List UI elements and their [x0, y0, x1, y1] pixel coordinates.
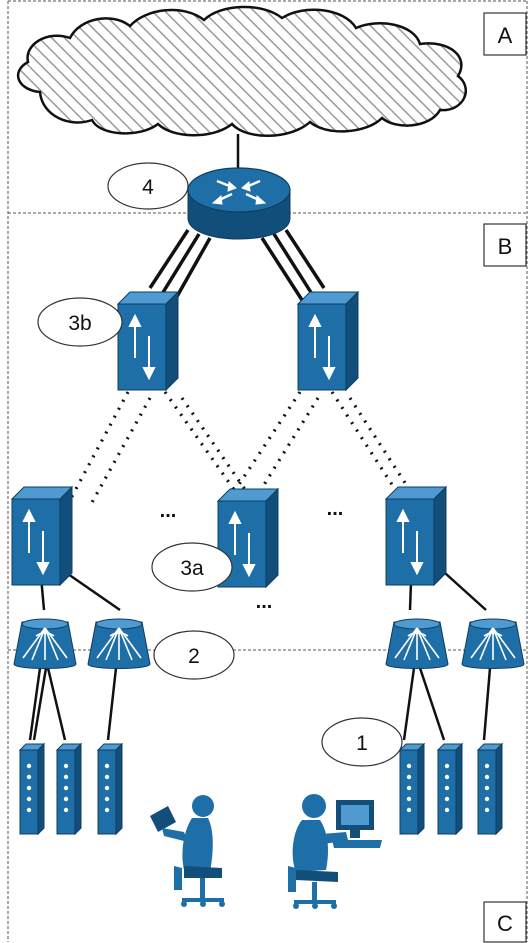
callout-2: 2: [153, 630, 235, 680]
connections: [28, 134, 492, 741]
switch-icon-distribution-right: [297, 291, 359, 391]
callout-3b: 3b: [37, 297, 123, 347]
svg-text:B: B: [498, 234, 513, 259]
svg-text:A: A: [498, 23, 513, 48]
server-icon-4: [399, 743, 425, 835]
zone-label-b: B: [483, 223, 527, 267]
switch-icon-access-right: [385, 486, 447, 586]
svg-text:4: 4: [142, 176, 154, 199]
access-point-icon-3: [385, 618, 449, 670]
svg-text:C: C: [497, 911, 513, 936]
ellipsis-left: ...: [160, 500, 177, 522]
svg-text:1: 1: [356, 732, 368, 755]
callout-3a: 3a: [151, 542, 233, 592]
server-icon-2: [56, 743, 82, 835]
svg-text:2: 2: [188, 645, 200, 668]
server-icon-3: [97, 743, 123, 835]
ellipsis-right: ...: [327, 498, 344, 520]
zone-label-a: A: [483, 12, 527, 56]
callout-1: 1: [321, 717, 403, 767]
svg-text:3b: 3b: [68, 312, 91, 335]
access-point-icon-2: [87, 618, 151, 670]
server-icon-1: [19, 743, 45, 835]
switch-icon-access-left: [11, 486, 73, 586]
ellipsis-lower: ...: [256, 591, 273, 613]
zone-label-c: C: [483, 901, 527, 943]
router-icon: [187, 167, 291, 240]
callout-4: 4: [107, 162, 189, 210]
access-point-icon-1: [13, 618, 77, 670]
switch-icon-distribution-left: [117, 291, 179, 391]
svg-text:3a: 3a: [180, 557, 204, 580]
user-desktop-icon: [288, 794, 382, 909]
server-icon-5: [437, 743, 463, 835]
access-point-icon-4: [461, 618, 525, 670]
user-laptop-icon: [150, 795, 225, 907]
server-icon-6: [477, 743, 503, 835]
cloud-icon: [16, 5, 468, 137]
